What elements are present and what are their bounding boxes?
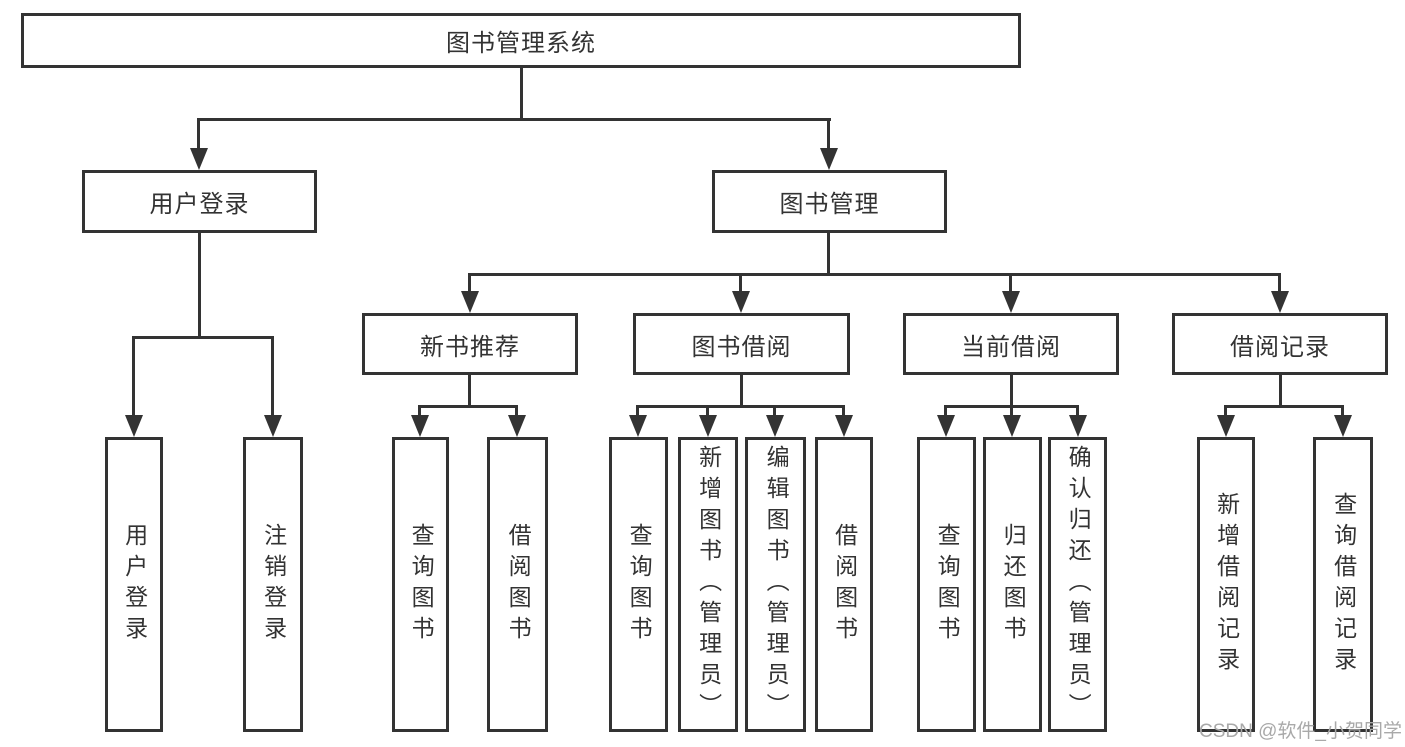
- connector-stem: [706, 405, 709, 418]
- arrowhead-down: [835, 415, 853, 437]
- arrowhead-down: [1271, 291, 1289, 313]
- node-user-login: 用户登录: [82, 170, 317, 233]
- connector-stem: [827, 118, 830, 151]
- connector-rail: [636, 405, 845, 408]
- connector-stem: [197, 118, 200, 151]
- connector-stem: [1341, 405, 1344, 418]
- leaf-add-book-admin: 新增图书（管理员）: [678, 437, 738, 732]
- connector-stem: [468, 375, 471, 408]
- arrowhead-down: [1002, 291, 1020, 313]
- connector-rail: [418, 405, 518, 408]
- leaf-borrow-books-recommend-label: 借阅图书: [505, 522, 532, 647]
- leaf-borrow-books-recommend: 借阅图书: [487, 437, 548, 732]
- connector-book-mgmt-stem: [827, 233, 830, 276]
- connector-stem: [1224, 405, 1227, 418]
- leaf-query-books-recommend: 查询图书: [392, 437, 449, 732]
- node-book-borrowing: 图书借阅: [633, 313, 850, 375]
- leaf-return-books: 归还图书: [983, 437, 1042, 732]
- connector-stem: [1010, 405, 1013, 418]
- leaf-user-login-label: 用户登录: [121, 522, 148, 647]
- arrowhead-down: [699, 415, 717, 437]
- leaf-borrow-books: 借阅图书: [815, 437, 873, 732]
- leaf-query-borrow-record: 查询借阅记录: [1313, 437, 1373, 732]
- leaf-confirm-return-admin-label: 确认归还（管理员）: [1065, 445, 1092, 724]
- connector-stem: [468, 273, 471, 294]
- connector-user-login-rail: [132, 336, 274, 339]
- arrowhead-down: [264, 415, 282, 437]
- connector-root-stem: [520, 68, 523, 120]
- node-book-management-label: 图书管理: [779, 191, 880, 218]
- connector-stem: [1279, 375, 1282, 408]
- leaf-query-books-borrow-label: 查询图书: [626, 522, 653, 647]
- arrowhead-down: [190, 148, 208, 170]
- leaf-query-books-current: 查询图书: [917, 437, 976, 732]
- connector-stem: [1010, 375, 1013, 408]
- node-root: 图书管理系统: [21, 13, 1021, 68]
- node-user-login-label: 用户登录: [149, 191, 250, 218]
- node-current-borrowing-label: 当前借阅: [961, 333, 1061, 361]
- leaf-add-book-admin-label: 新增图书（管理员）: [695, 445, 722, 724]
- node-book-borrowing-label: 图书借阅: [691, 333, 792, 361]
- connector-root-rail: [197, 118, 831, 121]
- arrowhead-down: [125, 415, 143, 437]
- connector-stem: [515, 405, 518, 418]
- arrowhead-down: [766, 415, 784, 437]
- node-book-management: 图书管理: [712, 170, 947, 233]
- connector-stem: [418, 405, 421, 418]
- connector-stem: [132, 336, 135, 418]
- leaf-logout: 注销登录: [243, 437, 303, 732]
- connector-stem: [842, 405, 845, 418]
- arrowhead-down: [1003, 415, 1021, 437]
- connector-stem: [636, 405, 639, 418]
- leaf-edit-book-admin-label: 编辑图书（管理员）: [763, 445, 790, 724]
- connector-stem: [1009, 273, 1012, 294]
- leaf-user-login: 用户登录: [105, 437, 163, 732]
- arrowhead-down: [820, 148, 838, 170]
- node-root-label: 图书管理系统: [446, 30, 596, 57]
- arrowhead-down: [1217, 415, 1235, 437]
- leaf-add-borrow-record: 新增借阅记录: [1197, 437, 1255, 732]
- arrowhead-down: [937, 415, 955, 437]
- leaf-borrow-books-label: 借阅图书: [831, 522, 858, 647]
- connector-stem: [1278, 273, 1281, 294]
- arrowhead-down: [508, 415, 526, 437]
- node-borrowing-records: 借阅记录: [1172, 313, 1388, 375]
- node-current-borrowing: 当前借阅: [903, 313, 1119, 375]
- connector-user-login-stem: [198, 233, 201, 339]
- node-new-book-recommend-label: 新书推荐: [420, 333, 520, 361]
- node-new-book-recommend: 新书推荐: [362, 313, 578, 375]
- leaf-confirm-return-admin: 确认归还（管理员）: [1048, 437, 1107, 732]
- connector-stem: [271, 336, 274, 418]
- leaf-query-books-recommend-label: 查询图书: [408, 522, 435, 647]
- leaf-return-books-label: 归还图书: [1000, 522, 1027, 647]
- leaf-add-borrow-record-label: 新增借阅记录: [1213, 491, 1240, 678]
- connector-stem: [740, 375, 743, 408]
- arrowhead-down: [732, 291, 750, 313]
- connector-book-mgmt-rail: [468, 273, 1281, 276]
- arrowhead-down: [1069, 415, 1087, 437]
- connector-stem: [944, 405, 947, 418]
- leaf-edit-book-admin: 编辑图书（管理员）: [745, 437, 806, 732]
- connector-rail: [1224, 405, 1344, 408]
- leaf-query-books-borrow: 查询图书: [609, 437, 668, 732]
- watermark: CSDN @软件_小贺同学: [1199, 721, 1402, 742]
- arrowhead-down: [461, 291, 479, 313]
- arrowhead-down: [1334, 415, 1352, 437]
- leaf-logout-label: 注销登录: [260, 522, 287, 647]
- arrowhead-down: [411, 415, 429, 437]
- node-borrowing-records-label: 借阅记录: [1230, 333, 1330, 361]
- leaf-query-books-current-label: 查询图书: [934, 522, 961, 647]
- connector-stem: [773, 405, 776, 418]
- connector-stem: [739, 273, 742, 294]
- arrowhead-down: [629, 415, 647, 437]
- leaf-query-borrow-record-label: 查询借阅记录: [1330, 491, 1357, 678]
- connector-stem: [1076, 405, 1079, 418]
